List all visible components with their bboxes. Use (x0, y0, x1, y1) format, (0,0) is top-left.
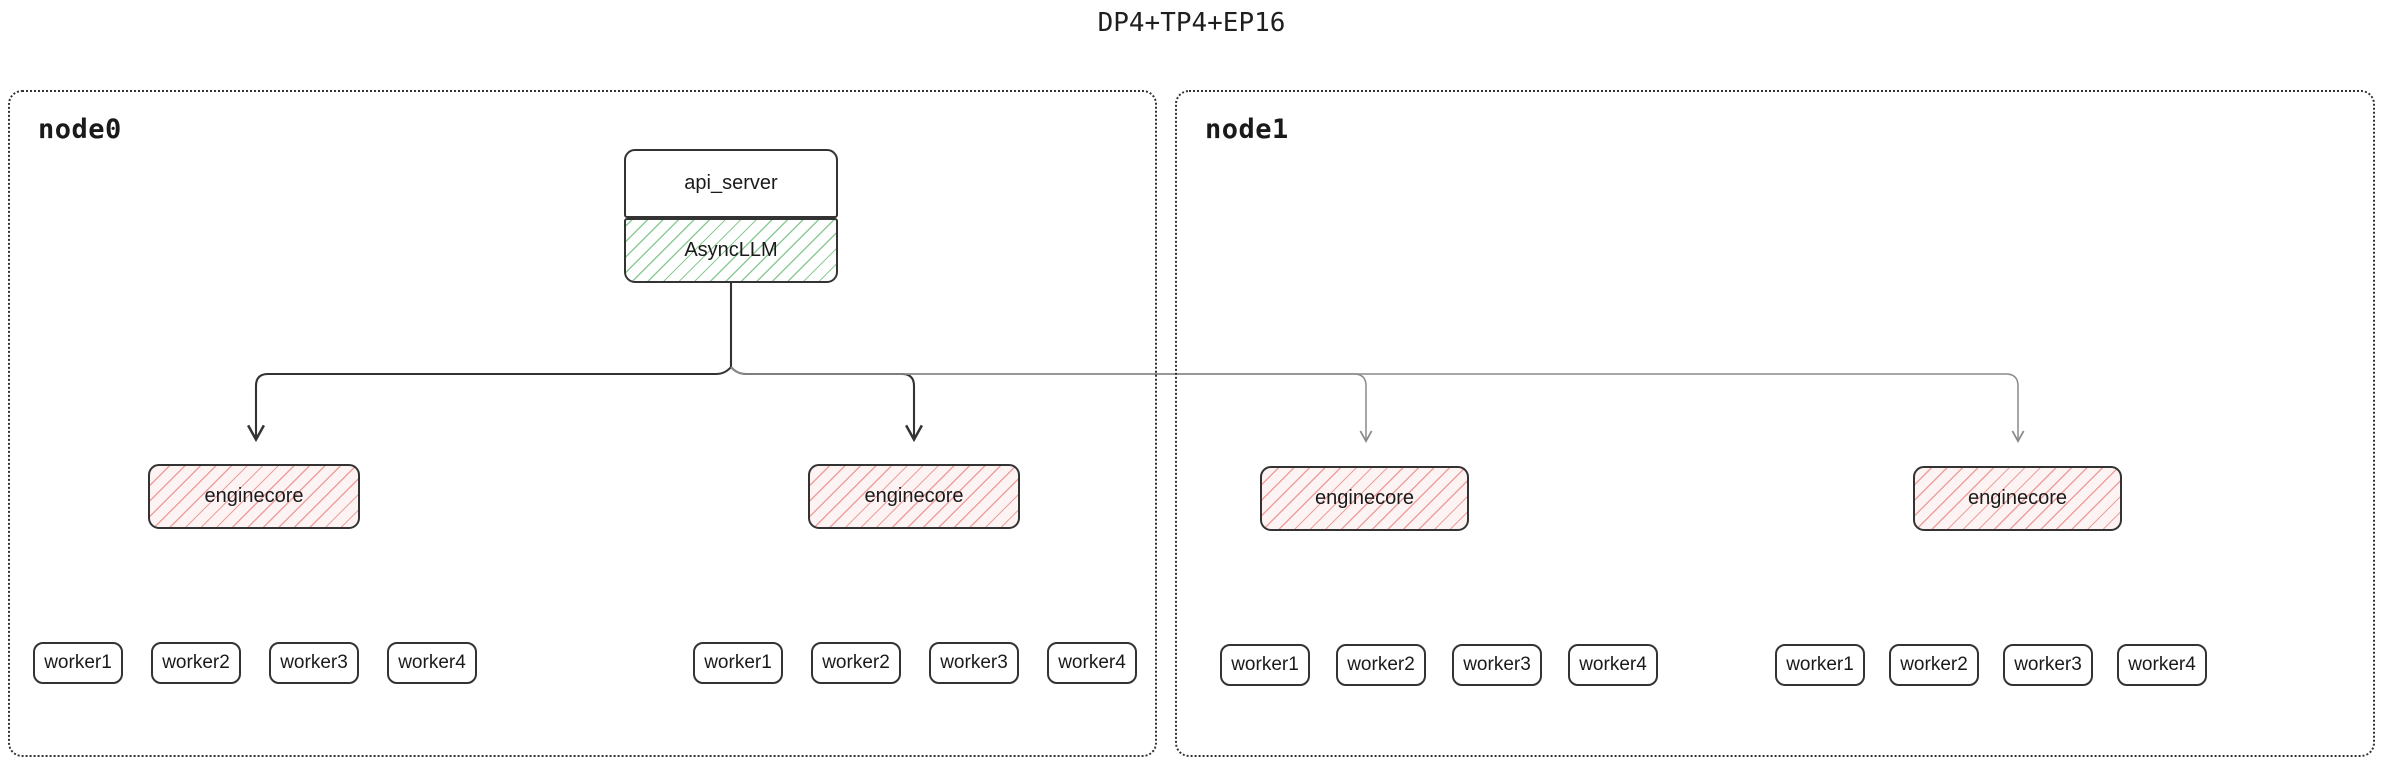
node0-group1-worker1[interactable]: worker1 (33, 642, 123, 684)
node1-group2-worker2[interactable]: worker2 (1889, 644, 1979, 686)
node0-group2-worker1[interactable]: worker1 (693, 642, 783, 684)
node1-group1-worker2[interactable]: worker2 (1336, 644, 1426, 686)
cluster-label-node1: node1 (1205, 114, 1289, 145)
node1-group2-worker3[interactable]: worker3 (2003, 644, 2093, 686)
node0-group1-worker4[interactable]: worker4 (387, 642, 477, 684)
node0-group2-worker4[interactable]: worker4 (1047, 642, 1137, 684)
node1-enginecore-2[interactable]: enginecore (1913, 466, 2122, 531)
node1-group1-worker4[interactable]: worker4 (1568, 644, 1658, 686)
node0-enginecore-2[interactable]: enginecore (808, 464, 1020, 529)
node0-group1-worker2[interactable]: worker2 (151, 642, 241, 684)
node1-enginecore-1[interactable]: enginecore (1260, 466, 1469, 531)
cluster-label-node0: node0 (38, 114, 122, 145)
async-llm-node[interactable]: AsyncLLM (624, 218, 838, 283)
api-server-node[interactable]: api_server (624, 149, 838, 218)
node0-group2-worker2[interactable]: worker2 (811, 642, 901, 684)
page-title: DP4+TP4+EP16 (1097, 8, 1286, 38)
node1-group2-worker4[interactable]: worker4 (2117, 644, 2207, 686)
node1-group1-worker3[interactable]: worker3 (1452, 644, 1542, 686)
cluster-node0: node0 (8, 90, 1157, 757)
cluster-node1: node1 (1175, 90, 2375, 757)
node0-enginecore-1[interactable]: enginecore (148, 464, 360, 529)
node0-group2-worker3[interactable]: worker3 (929, 642, 1019, 684)
node1-group1-worker1[interactable]: worker1 (1220, 644, 1310, 686)
node0-group1-worker3[interactable]: worker3 (269, 642, 359, 684)
node1-group2-worker1[interactable]: worker1 (1775, 644, 1865, 686)
